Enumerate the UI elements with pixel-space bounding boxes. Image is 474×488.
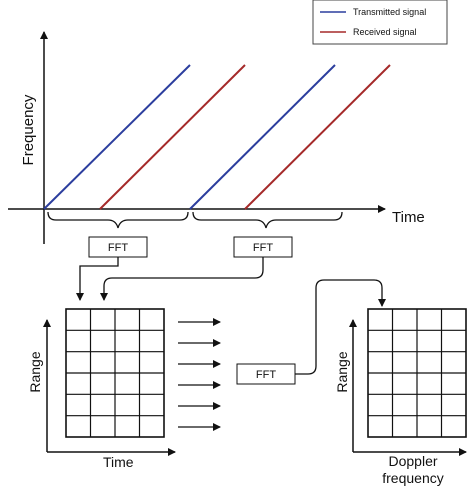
right-doppler-label-line2: frequency xyxy=(382,470,443,486)
transmitted-chirp-2 xyxy=(189,64,336,210)
connectors xyxy=(76,257,264,301)
right-grid: Range Doppler frequency xyxy=(334,308,467,486)
right-doppler-label-line1: Doppler xyxy=(388,453,437,469)
fft-box-3-label: FFT xyxy=(256,369,276,381)
top-plot: Frequency Time FFT FFT xyxy=(8,31,425,258)
left-range-label: Range xyxy=(27,351,43,392)
legend-box xyxy=(312,0,448,45)
fft-box-2-label: FFT xyxy=(253,242,273,254)
time-axis-label: Time xyxy=(392,209,425,226)
fft-box-1-label: FFT xyxy=(108,242,128,254)
fft1-to-grid-arrow xyxy=(76,257,119,301)
fft2-to-grid-arrow xyxy=(100,257,264,301)
legend-transmitted-label: Transmitted signal xyxy=(353,7,426,17)
left-grid: Range Time xyxy=(27,308,176,470)
middle-fft: FFT xyxy=(236,279,386,385)
transmitted-chirp-1 xyxy=(43,64,191,210)
chirp-brace-1 xyxy=(47,211,189,229)
right-range-label: Range xyxy=(334,351,350,392)
frequency-axis-label: Frequency xyxy=(20,94,37,165)
chirp-brace-2 xyxy=(192,211,343,229)
left-time-label: Time xyxy=(103,454,134,470)
right-grid-lines xyxy=(368,309,466,437)
legend-received-label: Received signal xyxy=(353,27,417,37)
left-grid-lines xyxy=(66,309,164,437)
received-chirp-2 xyxy=(244,64,391,210)
legend: Transmitted signal Received signal xyxy=(312,0,448,45)
row-arrows xyxy=(178,318,221,431)
fft3-to-grid-arrow xyxy=(295,279,386,375)
received-chirp-1 xyxy=(99,64,246,210)
